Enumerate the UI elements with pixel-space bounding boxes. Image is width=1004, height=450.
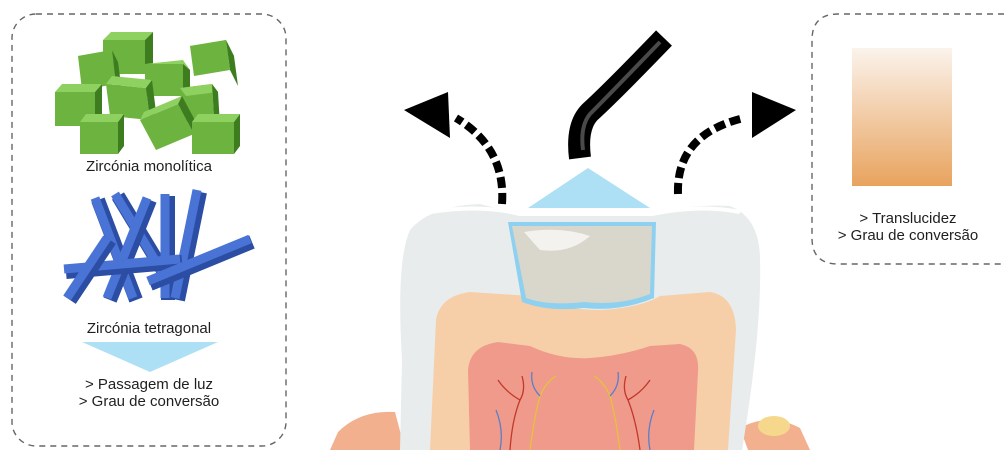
curved-arrow-right-icon (678, 92, 796, 194)
gum-right-bead (758, 416, 790, 436)
effect-conversion-degree: > Grau de conversão (12, 393, 286, 410)
curved-arrow-left-icon (404, 92, 502, 204)
right-panel: > Translucidez > Grau de conversão (812, 14, 1004, 264)
cube (80, 114, 124, 154)
effect-conversion-degree-right: > Grau de conversão (812, 227, 1004, 244)
tooth-illustration (330, 168, 810, 450)
left-panel: Zircónia monolítica Zircónia tetragonal … (12, 14, 286, 446)
light-cone-icon (528, 168, 650, 208)
right-effects-wrap: > Translucidez > Grau de conversão (812, 210, 1004, 254)
translucency-gradient-swatch (852, 48, 952, 186)
zirconia-tetragonal-label: Zircónia tetragonal (12, 320, 286, 337)
monolithic-label-wrap: Zircónia monolítica (12, 158, 286, 180)
light-pass-wedge-icon (82, 342, 218, 372)
zirconia-monolithic-label: Zircónia monolítica (12, 158, 286, 175)
monolithic-zirconia-cubes-icon (55, 32, 240, 154)
tetragonal-zirconia-rods-icon (64, 190, 252, 300)
tetragonal-label-wrap: Zircónia tetragonal (12, 320, 286, 342)
left-effects-list: > Passagem de luz > Grau de conversão (12, 376, 286, 410)
effect-light-passage: > Passagem de luz (12, 376, 286, 393)
effect-translucency: > Translucidez (812, 210, 1004, 227)
right-effects-list: > Translucidez > Grau de conversão (812, 210, 1004, 244)
curing-light-icon (579, 38, 664, 158)
gum-left (330, 412, 405, 450)
rod (175, 190, 200, 300)
cube (190, 40, 238, 86)
cube (192, 114, 240, 154)
left-effects-wrap: > Passagem de luz > Grau de conversão (12, 376, 286, 420)
